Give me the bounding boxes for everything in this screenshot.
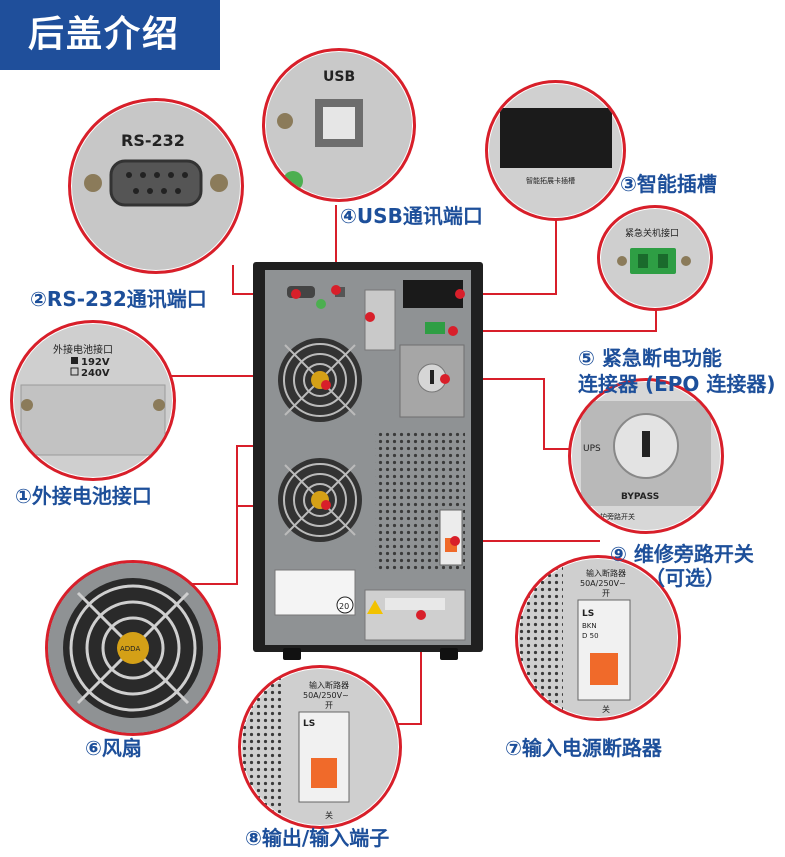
- svg-text:50A/250V~: 50A/250V~: [580, 579, 626, 588]
- pointer-dot-epo: [448, 326, 458, 336]
- line-slot-v: [555, 210, 557, 295]
- smart-slot-small: [403, 280, 463, 308]
- callout-rs232: ②RS-232通讯端口: [30, 287, 207, 311]
- svg-text:UPS: UPS: [583, 444, 601, 454]
- ups-panel-drawing: 20: [274, 280, 466, 641]
- svg-text:输入断路器: 输入断路器: [309, 680, 349, 690]
- line-epo-h: [452, 330, 657, 332]
- callout-smart-slot: ③智能插槽: [620, 172, 717, 196]
- line-usb: [335, 205, 337, 290]
- fan-lower-small: [278, 458, 362, 542]
- ups-rear-panel: 20: [265, 270, 471, 645]
- pointer-dot-fan-lower: [321, 500, 331, 510]
- pointer-dot-breaker: [450, 536, 460, 546]
- status-led-icon: [316, 299, 326, 309]
- zoom-battery-port: 外接电池接口 192V 240V: [10, 320, 176, 481]
- svg-text:开: 开: [602, 589, 610, 598]
- svg-text:50A/250V~: 50A/250V~: [303, 691, 349, 700]
- line-fan-bottom: [190, 583, 238, 585]
- svg-text:输入断路器: 输入断路器: [586, 568, 626, 578]
- svg-text:LS: LS: [582, 609, 594, 619]
- svg-text:紧急关机接口: 紧急关机接口: [625, 227, 679, 239]
- line-bypass-h2: [543, 448, 573, 450]
- line-epo-v: [655, 300, 657, 332]
- page-title-banner: 后盖介绍: [0, 0, 220, 70]
- callout-epo-line2: 连接器 (EPO 连接器): [578, 372, 776, 396]
- svg-text:关: 关: [325, 810, 333, 820]
- svg-text:ADDA: ADDA: [120, 645, 140, 653]
- svg-text:D 50: D 50: [582, 632, 599, 640]
- line-rs232: [232, 265, 234, 295]
- zoom-usb: USB: [262, 48, 416, 202]
- svg-text:开: 开: [325, 701, 333, 710]
- callout-input-breaker: ⑦输入电源断路器: [505, 736, 662, 760]
- svg-text:RS-232: RS-232: [121, 131, 185, 150]
- svg-text:BKN: BKN: [582, 622, 597, 630]
- svg-text:20: 20: [339, 602, 349, 611]
- ups-foot-left: [283, 648, 301, 660]
- zoom-terminal: 输入断路器 50A/250V~ 开 LS 关: [238, 665, 402, 829]
- svg-text:维护旁路开关: 维护旁路开关: [593, 512, 635, 521]
- line-bypass-v: [543, 378, 545, 450]
- callout-bypass-line2: （可选）: [645, 566, 725, 590]
- zoom-smart-slot: 智能拓展卡插槽: [485, 80, 626, 221]
- fan-upper-small: [278, 338, 362, 422]
- badge-20-icon: [336, 596, 354, 614]
- pointer-dot-terminal: [416, 610, 426, 620]
- svg-text:智能拓展卡插槽: 智能拓展卡插槽: [526, 176, 575, 185]
- line-breaker-h: [455, 540, 600, 542]
- callout-epo-line1: ⑤ 紧急断电功能: [578, 346, 722, 370]
- epo-connector-small: [425, 322, 445, 334]
- ups-foot-right: [440, 648, 458, 660]
- callout-bypass-line1: ⑨ 维修旁路开关: [610, 542, 754, 566]
- zoom-rs232: RS-232: [68, 98, 244, 274]
- svg-text:192V: 192V: [81, 357, 110, 368]
- svg-text:LS: LS: [303, 719, 315, 729]
- callout-battery-port: ①外接电池接口: [15, 484, 152, 508]
- svg-text:外接电池接口: 外接电池接口: [53, 343, 113, 356]
- zoom-bypass: UPS BYPASS 维护旁路开关: [568, 378, 724, 534]
- svg-text:USB: USB: [323, 69, 355, 85]
- zoom-epo: 紧急关机接口: [597, 205, 713, 311]
- terminal-block-small: [364, 589, 466, 641]
- pointer-dot-bypass: [440, 374, 450, 384]
- line-terminal-h: [398, 723, 422, 725]
- zoom-fan: ADDA: [45, 560, 221, 736]
- callout-terminal: ⑧输出/输入端子: [245, 826, 390, 850]
- callout-usb: ④USB通讯端口: [340, 204, 483, 228]
- svg-text:BYPASS: BYPASS: [621, 492, 659, 502]
- svg-text:240V: 240V: [81, 368, 110, 379]
- pointer-dot-slot: [455, 289, 465, 299]
- callout-fan: ⑥风扇: [85, 736, 142, 760]
- svg-text:关: 关: [602, 704, 610, 714]
- line-bypass-h: [445, 378, 545, 380]
- pointer-dot-usb: [331, 285, 341, 295]
- pointer-dot-rs232: [291, 289, 301, 299]
- line-terminal-v: [420, 615, 422, 725]
- pointer-dot-fan-upper: [321, 380, 331, 390]
- pointer-dot-battery: [365, 312, 375, 322]
- line-slot-h: [460, 293, 557, 295]
- line-fan-v: [236, 445, 238, 585]
